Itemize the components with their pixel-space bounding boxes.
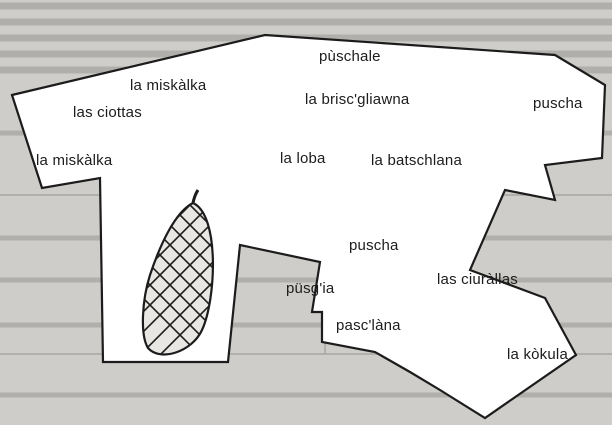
- label-kokula: la kòkula: [507, 346, 569, 363]
- label-puscha-mid: puscha: [349, 237, 399, 254]
- label-puschale: pùschale: [319, 48, 381, 65]
- label-batschlana: la batschlana: [371, 152, 462, 169]
- label-pusgia: püsg'ia: [286, 280, 335, 297]
- label-ciurallas: las ciuràllas: [437, 271, 518, 288]
- label-ciottas: las ciottas: [73, 104, 142, 121]
- label-miskalka-left: la miskàlka: [36, 152, 113, 169]
- label-brisc-gliawna: la brisc'gliawna: [305, 91, 410, 108]
- pine-cone-illustration: [141, 189, 215, 356]
- label-puscha-right: puscha: [533, 95, 583, 112]
- label-miskalka-top: la miskàlka: [130, 77, 207, 94]
- label-loba: la loba: [280, 150, 326, 167]
- label-pasclana: pasc'làna: [336, 317, 401, 334]
